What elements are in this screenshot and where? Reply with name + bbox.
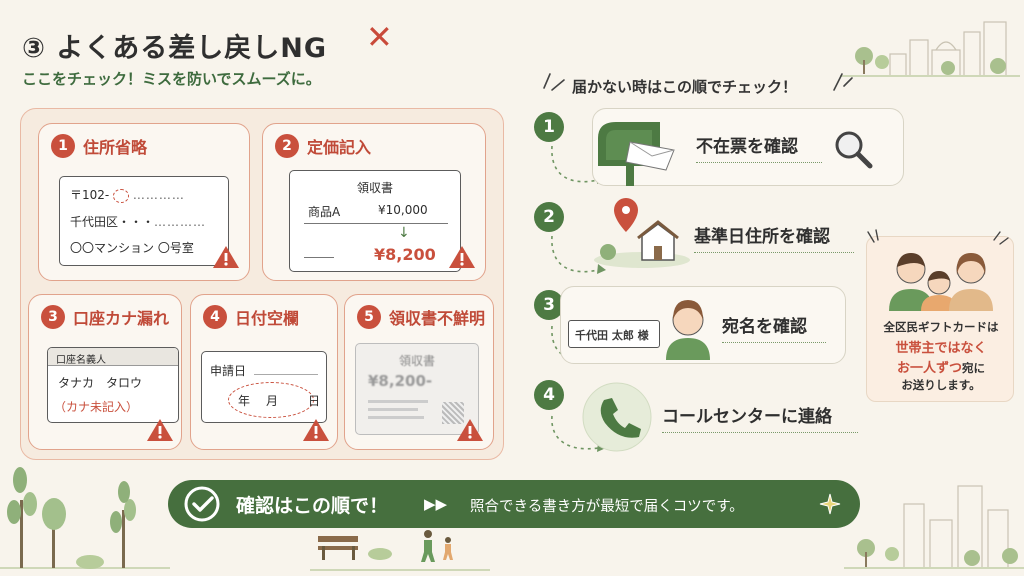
card-title: 口座カナ漏れ <box>73 309 170 328</box>
sparkle-icon <box>819 493 841 515</box>
sparkle-lines-icon <box>993 231 1009 245</box>
receipt-title: 領収書 <box>398 354 435 368</box>
step-number: 4 <box>534 380 564 410</box>
field-label: 口座名義人 <box>48 348 178 366</box>
family-illustration <box>889 253 993 311</box>
card-number: 1 <box>51 134 75 158</box>
gift-line-1: 全区民ギフトカードは <box>883 320 999 334</box>
kana-value: タナカ タロウ <box>58 376 143 390</box>
house-location-icon <box>594 198 690 268</box>
step-number: 3 <box>534 290 564 320</box>
banner-main-text: 確認はこの順で！ <box>236 495 389 517</box>
address-line: 千代田区・・・ <box>70 215 155 229</box>
step-number: 2 <box>534 202 564 232</box>
postal-code: 〒102- <box>70 188 110 202</box>
card-kana-missing: 3 口座カナ漏れ 口座名義人 タナカ タロウ （カナ未記入） <box>28 294 182 450</box>
banner-sub-text: 照合できる書き方が最短で届くコツです。 <box>470 499 744 515</box>
card-title: 領収書不鮮明 <box>389 309 486 328</box>
step-number: 1 <box>534 112 564 142</box>
card-title: 住所省略 <box>83 138 148 157</box>
tip-banner: 確認はこの順で！ ▶▶ 照合できる書き方が最短で届くコツです。 <box>168 480 860 528</box>
card-list-price: 2 定価記入 領収書 商品A ¥10,000 ↓ ¥8,200 <box>262 123 486 281</box>
city-skyline-illustration <box>840 21 1020 77</box>
step-label: 不在票を確認 <box>696 137 798 157</box>
list-price: ¥10,000 <box>378 203 428 217</box>
park-illustration <box>310 530 490 571</box>
blurry-receipt: 領収書 ¥8,200- <box>355 343 479 435</box>
card-number: 4 <box>203 305 227 329</box>
card-number: 5 <box>357 305 381 329</box>
qr-code-icon <box>442 402 464 424</box>
receipt: 領収書 商品A ¥10,000 ↓ ¥8,200 <box>289 170 461 272</box>
phone-icon <box>582 382 652 452</box>
card-receipt-unclear: 5 領収書不鮮明 領収書 ¥8,200- <box>344 294 494 450</box>
missing-highlight <box>113 188 130 203</box>
person-icon <box>666 300 710 360</box>
page-subtitle: ここをチェック！ミスを防いでスムーズに。 <box>22 70 321 88</box>
check-circle-icon <box>184 486 220 522</box>
blank-highlight <box>228 382 314 418</box>
step-label: 宛名を確認 <box>722 317 807 337</box>
gift-line-3: 宛に <box>962 361 985 375</box>
ng-cross-icon: ✕ <box>366 18 393 56</box>
checklist-title: 届かない時はこの順でチェック！ <box>572 78 798 96</box>
step-label: コールセンターに連絡 <box>662 407 832 427</box>
day-label: 日 <box>308 394 321 408</box>
card-address-omitted: 1 住所省略 〒102- ………… 千代田区・・・………… 〇〇マンション 〇号… <box>38 123 250 281</box>
card-number: 2 <box>275 134 299 158</box>
sparkle-lines-icon <box>867 229 879 243</box>
arrow-down-icon: ↓ <box>398 225 410 241</box>
date-field-label: 申請日 <box>210 364 247 378</box>
year-label: 年 <box>238 394 251 408</box>
warning-icon <box>449 246 475 268</box>
sparkle-lines-icon <box>543 73 565 91</box>
city-skyline-illustration <box>844 485 1024 569</box>
step-label: 基準日住所を確認 <box>694 227 830 247</box>
sparkle-lines-icon <box>833 73 853 91</box>
page-title: ③ よくある差し戻しNG <box>22 33 328 64</box>
address-form: 〒102- ………… 千代田区・・・………… 〇〇マンション 〇号室 <box>59 176 229 266</box>
double-arrow-icon: ▶▶ <box>424 495 448 513</box>
gift-line-4: お送りします。 <box>901 378 981 392</box>
gift-line-3-emphasis: お一人ずつ <box>896 361 962 376</box>
date-form: 申請日 年 月 日 <box>201 351 327 423</box>
warning-icon <box>147 419 173 441</box>
nameplate: 千代田 太郎 様 <box>568 320 660 348</box>
card-number: 3 <box>41 305 65 329</box>
month-label: 月 <box>266 394 279 408</box>
warning-icon <box>213 246 239 268</box>
warning-icon <box>303 419 329 441</box>
mailbox-icon <box>598 122 675 186</box>
card-date-blank: 4 日付空欄 申請日 年 月 日 <box>190 294 338 450</box>
card-title: 日付空欄 <box>235 309 300 328</box>
trees-illustration <box>0 467 170 569</box>
kana-note: （カナ未記入） <box>54 400 139 414</box>
gift-line-2: 世帯主ではなく <box>895 341 987 356</box>
magnifier-icon <box>835 131 873 169</box>
account-form: 口座名義人 タナカ タロウ （カナ未記入） <box>47 347 179 423</box>
actual-price: ¥8,200 <box>374 245 436 264</box>
gift-card-note: 全区民ギフトカードは 世帯主ではなく お一人ずつ宛に お送りします。 <box>866 236 1014 402</box>
card-title: 定価記入 <box>307 138 372 157</box>
receipt-title: 領収書 <box>356 181 393 195</box>
building-line: 〇〇マンション 〇号室 <box>70 241 194 255</box>
warning-icon <box>457 419 483 441</box>
blurry-amount: ¥8,200- <box>368 372 433 390</box>
item-name: 商品A <box>308 205 341 219</box>
